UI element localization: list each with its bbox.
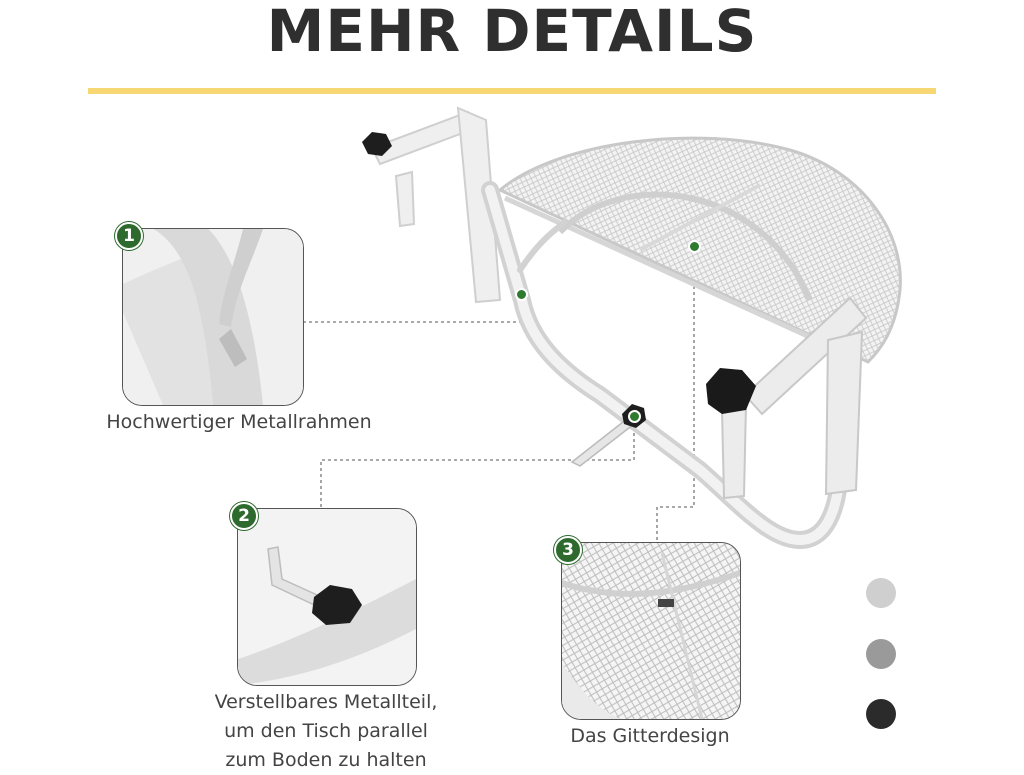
callout-number-3: 3 <box>554 536 582 564</box>
marker-mesh <box>688 240 701 253</box>
right-bracket <box>720 296 868 500</box>
left-knob <box>362 132 392 156</box>
caption-1: Hochwertiger Metallrahmen <box>106 411 372 433</box>
color-swatch-black[interactable] <box>866 699 896 729</box>
marker-frame <box>515 288 528 301</box>
frame-detail-illustration <box>123 229 303 405</box>
detail-frame-image <box>122 228 304 406</box>
caption-2: Verstellbares Metallteil, um den Tisch p… <box>192 688 460 775</box>
page-title: MEHR DETAILS <box>266 0 758 65</box>
right-knob <box>706 368 756 414</box>
title-underline <box>88 88 936 94</box>
callout-number-1: 1 <box>115 222 143 250</box>
mesh-detail-illustration <box>562 543 740 719</box>
caption-2-line-3: zum Boden zu halten <box>225 749 427 771</box>
table-top <box>497 136 902 364</box>
caption-2-line-1: Verstellbares Metallteil, <box>214 691 438 713</box>
caption-2-line-2: um den Tisch parallel <box>224 720 428 742</box>
marker-adjustment <box>628 410 641 423</box>
color-swatch-light-grey[interactable] <box>866 578 896 608</box>
caption-3: Das Gitterdesign <box>570 725 730 747</box>
adjustment-detail-illustration <box>238 509 416 685</box>
detail-adjustment-image <box>237 508 417 686</box>
callout-number-2: 2 <box>230 502 258 530</box>
left-bracket <box>370 106 502 304</box>
color-swatch-grey[interactable] <box>866 639 896 669</box>
frame-arm <box>481 181 849 550</box>
detail-mesh-image <box>561 542 741 720</box>
